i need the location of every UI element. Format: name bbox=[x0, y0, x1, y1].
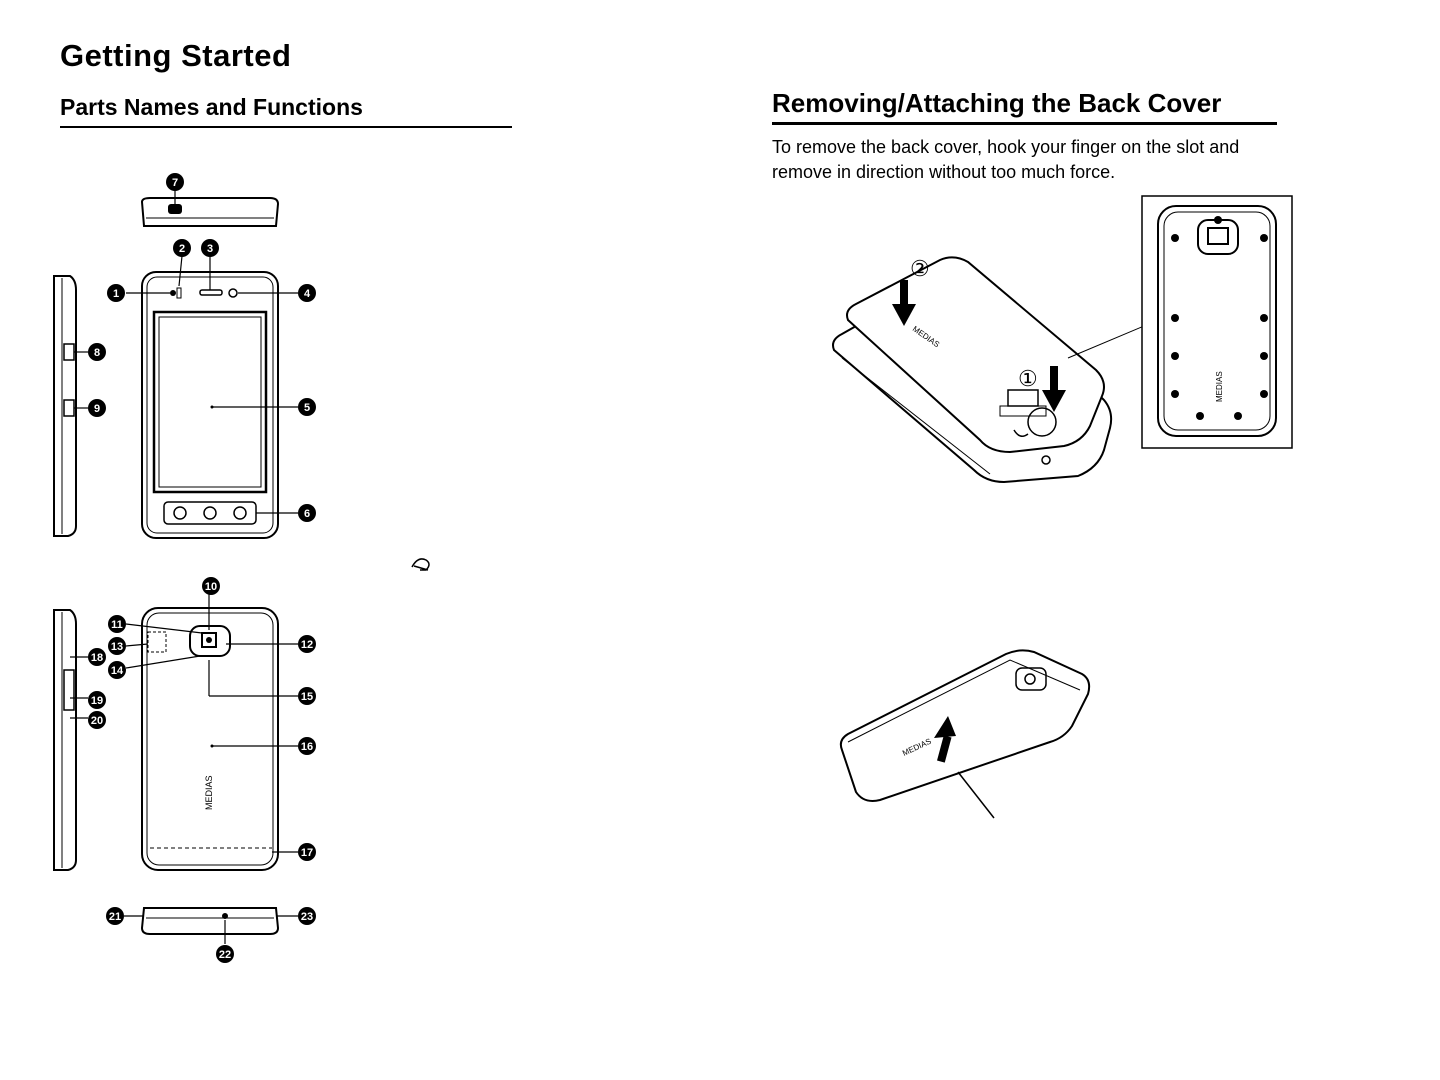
phone-bottom-edge-view bbox=[142, 908, 278, 934]
section-title-back-cover: Removing/Attaching the Back Cover bbox=[772, 88, 1221, 119]
svg-text:16: 16 bbox=[301, 741, 313, 753]
svg-text:8: 8 bbox=[94, 347, 100, 359]
callout-badge-17: 17 bbox=[298, 843, 316, 861]
back-cover-diagram: MEDIAS ② ① MEDIAS bbox=[820, 190, 1300, 830]
section-title-parts: Parts Names and Functions bbox=[60, 94, 363, 121]
callout-badge-22: 22 bbox=[216, 945, 234, 963]
phone-side-view-left bbox=[54, 276, 76, 536]
callout-badge-14: 14 bbox=[108, 661, 126, 679]
phone-top-edge-view bbox=[142, 198, 278, 226]
phone-front-view bbox=[142, 272, 278, 538]
svg-text:20: 20 bbox=[91, 715, 103, 727]
phone-side-view-right bbox=[54, 610, 76, 870]
svg-text:12: 12 bbox=[301, 639, 313, 651]
callout-badge-8: 8 bbox=[88, 343, 106, 361]
callout-badge-16: 16 bbox=[298, 737, 316, 755]
back-brand-label: MEDIAS bbox=[204, 775, 214, 810]
section-rule-right bbox=[772, 122, 1277, 125]
step-1-label: ① bbox=[1018, 366, 1038, 391]
attach-brand-label: MEDIAS bbox=[901, 737, 933, 758]
svg-text:22: 22 bbox=[219, 949, 231, 961]
svg-text:13: 13 bbox=[111, 641, 123, 653]
inset-brand-label: MEDIAS bbox=[1215, 371, 1224, 402]
callout-badge-9: 9 bbox=[88, 399, 106, 417]
callout-badge-6: 6 bbox=[298, 504, 316, 522]
svg-text:11: 11 bbox=[111, 619, 123, 631]
phone-cover-attach-illustration: MEDIAS bbox=[841, 650, 1089, 818]
callout-badge-11: 11 bbox=[108, 615, 126, 633]
svg-text:4: 4 bbox=[304, 288, 311, 300]
finger-hook-icon bbox=[412, 559, 429, 570]
callout-badge-2: 2 bbox=[173, 239, 191, 257]
svg-text:1: 1 bbox=[113, 288, 119, 300]
callout-badge-10: 10 bbox=[202, 577, 220, 595]
svg-text:6: 6 bbox=[304, 508, 310, 520]
svg-text:14: 14 bbox=[111, 665, 124, 677]
svg-text:7: 7 bbox=[172, 177, 178, 189]
svg-text:5: 5 bbox=[304, 402, 310, 414]
callout-badge-20: 20 bbox=[88, 711, 106, 729]
svg-text:9: 9 bbox=[94, 403, 100, 415]
phone-cover-removal-illustration: MEDIAS bbox=[833, 257, 1111, 482]
callout-badge-7: 7 bbox=[166, 173, 184, 191]
svg-text:3: 3 bbox=[207, 243, 213, 255]
svg-text:21: 21 bbox=[109, 911, 121, 923]
callout-badge-1: 1 bbox=[107, 284, 125, 302]
parts-diagram: MEDIAS bbox=[40, 160, 460, 980]
callout-badge-12: 12 bbox=[298, 635, 316, 653]
svg-text:18: 18 bbox=[91, 652, 103, 664]
callout-badge-5: 5 bbox=[298, 398, 316, 416]
svg-text:19: 19 bbox=[91, 695, 103, 707]
instruction-text: To remove the back cover, hook your fing… bbox=[772, 135, 1277, 185]
section-rule bbox=[60, 126, 512, 128]
svg-text:17: 17 bbox=[301, 847, 313, 859]
zoom-inset: MEDIAS bbox=[1142, 196, 1292, 448]
callout-badge-4: 4 bbox=[298, 284, 316, 302]
svg-text:2: 2 bbox=[179, 243, 185, 255]
callout-badge-13: 13 bbox=[108, 637, 126, 655]
svg-text:10: 10 bbox=[205, 581, 217, 593]
phone-back-view: MEDIAS bbox=[142, 608, 278, 870]
callout-badge-21: 21 bbox=[106, 907, 124, 925]
callout-badge-18: 18 bbox=[88, 648, 106, 666]
page-title: Getting Started bbox=[60, 38, 291, 74]
callout-badge-15: 15 bbox=[298, 687, 316, 705]
callout-badge-3: 3 bbox=[201, 239, 219, 257]
step-2-label: ② bbox=[910, 256, 930, 281]
callout-badge-19: 19 bbox=[88, 691, 106, 709]
svg-text:23: 23 bbox=[301, 911, 313, 923]
callout-badge-23: 23 bbox=[298, 907, 316, 925]
svg-text:15: 15 bbox=[301, 691, 313, 703]
